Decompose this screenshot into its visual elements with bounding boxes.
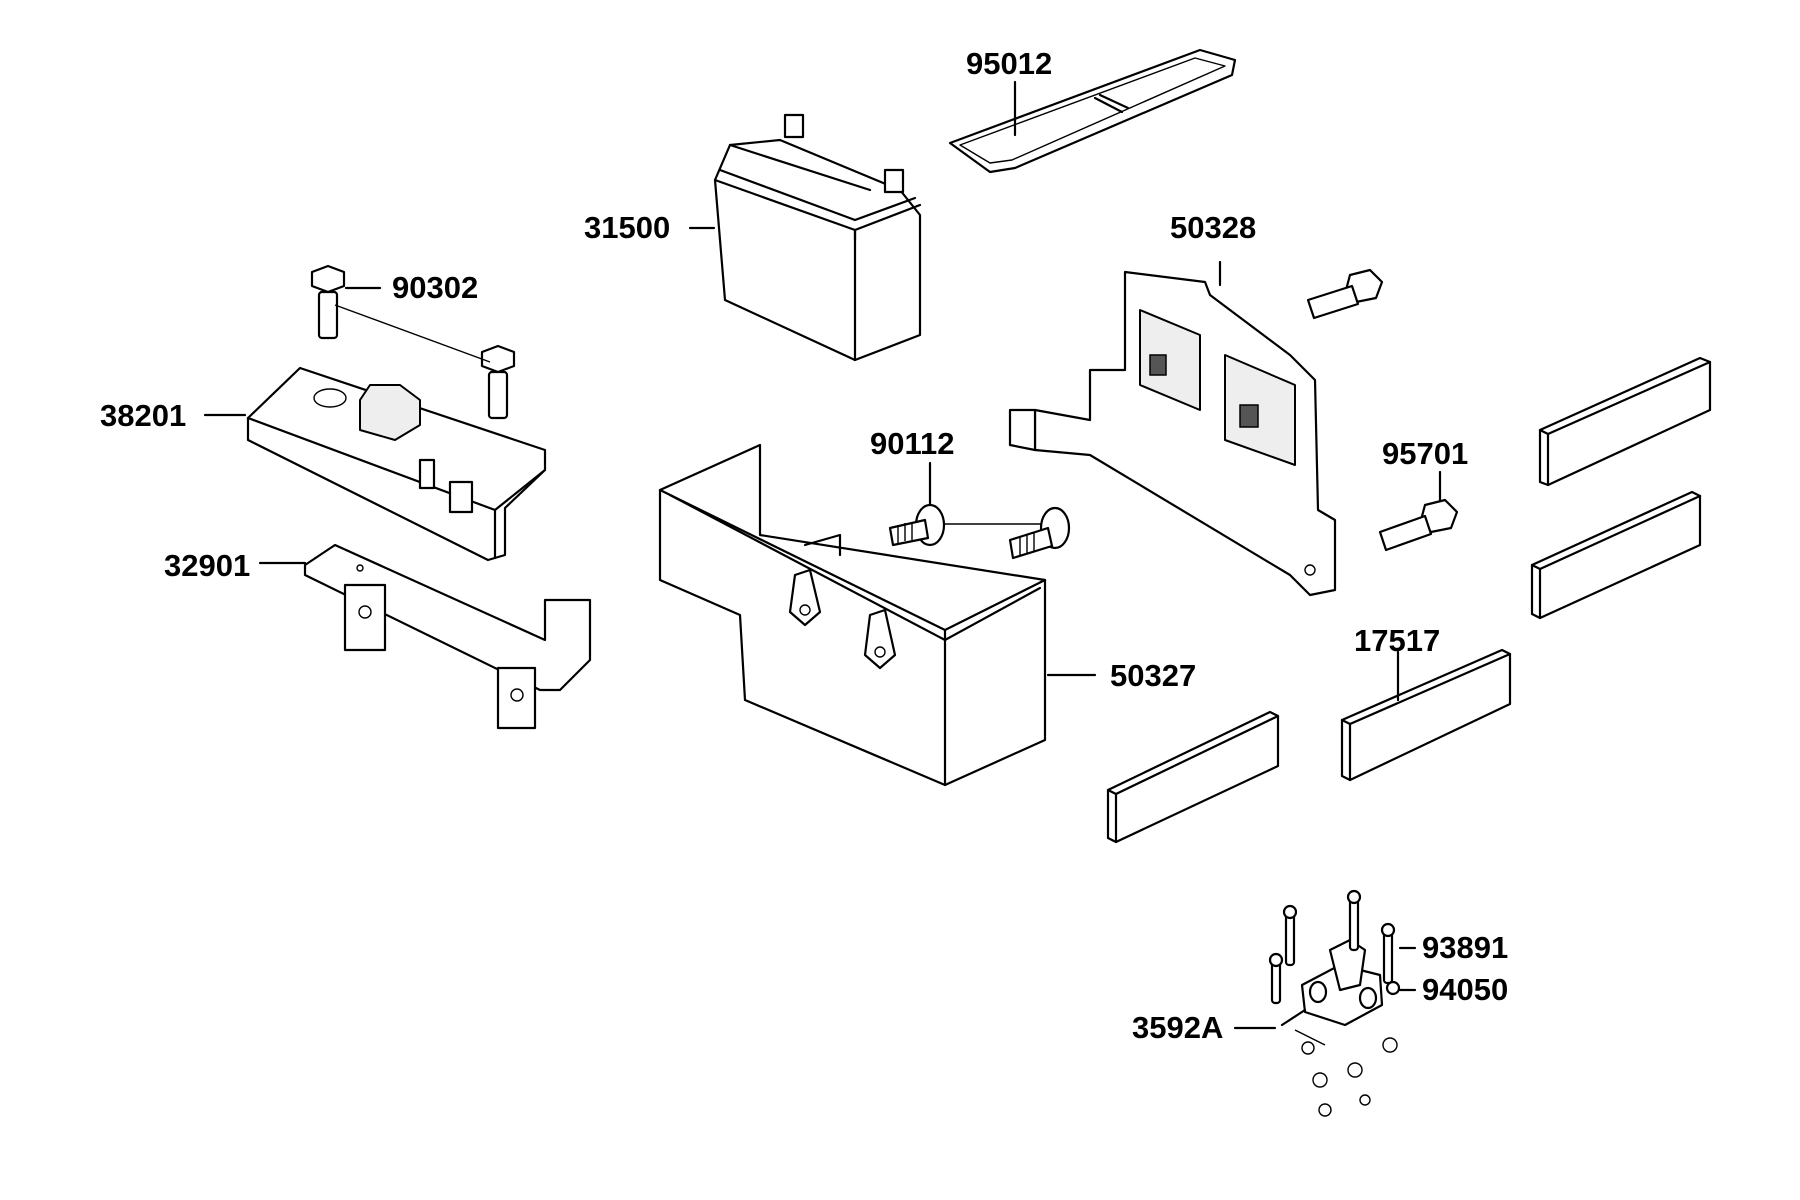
label-50327: 50327	[1110, 658, 1197, 693]
bracket-32901-part	[303, 543, 592, 730]
bolt-90302-a	[310, 264, 346, 340]
label-32901: 32901	[164, 548, 251, 583]
pad-17517-1	[1538, 356, 1712, 487]
label-94050: 94050	[1422, 972, 1509, 1007]
label-38201: 38201	[100, 398, 187, 433]
label-50328: 50328	[1170, 210, 1257, 245]
pad-17517-4	[1106, 710, 1280, 844]
bolt-upper-right	[1306, 268, 1384, 320]
fuse-box-part	[246, 366, 547, 562]
screw-90112-a	[888, 503, 946, 547]
label-95701: 95701	[1382, 436, 1469, 471]
label-3592A: 3592A	[1132, 1010, 1224, 1045]
label-95012: 95012	[966, 46, 1053, 81]
pad-17517-3	[1340, 648, 1512, 782]
battery-part	[713, 113, 922, 362]
nut-94050	[1385, 980, 1401, 996]
label-93891: 93891	[1422, 930, 1509, 965]
holder-plate-part	[1008, 270, 1337, 597]
bolt-95701	[1378, 498, 1459, 552]
starter-relay-part	[1280, 938, 1398, 1117]
pad-17517-2	[1530, 490, 1702, 620]
screw-93891-set	[1268, 889, 1396, 1005]
battery-tray-part	[658, 443, 1047, 787]
screw-90112-b	[1008, 506, 1071, 560]
label-31500: 31500	[584, 210, 671, 245]
label-90112: 90112	[870, 426, 955, 461]
bolt-90302-b	[480, 344, 516, 420]
battery-strap-part	[948, 48, 1237, 174]
label-17517: 17517	[1354, 623, 1441, 658]
bolt-link-line	[334, 304, 491, 363]
label-90302: 90302	[392, 270, 479, 305]
